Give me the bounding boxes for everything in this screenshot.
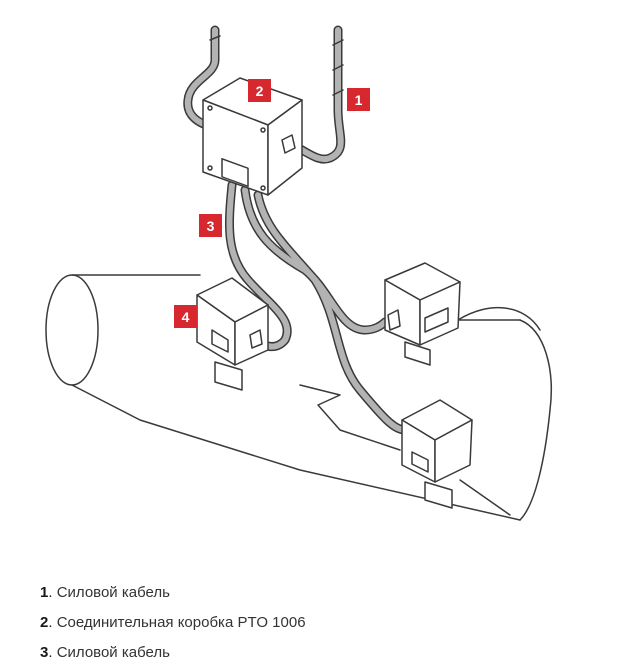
badge-1: 1	[347, 88, 370, 111]
pipe-bottom-edge	[71, 384, 521, 521]
pipe-top-surface	[457, 307, 541, 331]
svg-text:3: 3	[207, 218, 215, 234]
box-mount	[214, 361, 243, 391]
legend-item-1: 1. Силовой кабель	[40, 584, 170, 601]
pipe-end-left	[45, 274, 99, 386]
svg-text:2: 2	[256, 83, 264, 99]
cable-gland	[281, 134, 296, 154]
box-label-plate	[221, 158, 249, 188]
legend-number: 3	[40, 644, 49, 661]
legend-item-2: 2. Соединительная коробка PTO 1006	[40, 614, 306, 631]
pipe	[45, 274, 552, 521]
pipe-end-right	[519, 319, 552, 521]
end-box-left	[196, 277, 269, 391]
end-box-right-upper	[384, 262, 461, 366]
pipe-seam-line	[459, 479, 511, 516]
end-box-right-lower	[401, 399, 473, 509]
legend-item-3: 3. Силовой кабель	[40, 644, 170, 661]
legend-number: 1	[40, 584, 49, 601]
badge-3: 3	[199, 214, 222, 237]
badge-4: 4	[174, 305, 197, 328]
legend-text: Силовой кабель	[56, 644, 170, 661]
cables	[183, 25, 410, 435]
box-mount	[404, 341, 431, 366]
pipe-insulation-seam	[299, 384, 401, 451]
box-mount	[424, 481, 453, 509]
legend-number: 2	[40, 614, 49, 631]
badge-2: 2	[248, 79, 271, 102]
installation-diagram: 1 2 3 4	[45, 25, 552, 521]
legend-text: Силовой кабель	[56, 584, 170, 601]
svg-text:1: 1	[355, 92, 363, 108]
legend: 1. Силовой кабель 2. Соединительная коро…	[40, 578, 306, 668]
svg-text:4: 4	[182, 309, 190, 325]
legend-text: Соединительная коробка PTO 1006	[56, 614, 306, 631]
